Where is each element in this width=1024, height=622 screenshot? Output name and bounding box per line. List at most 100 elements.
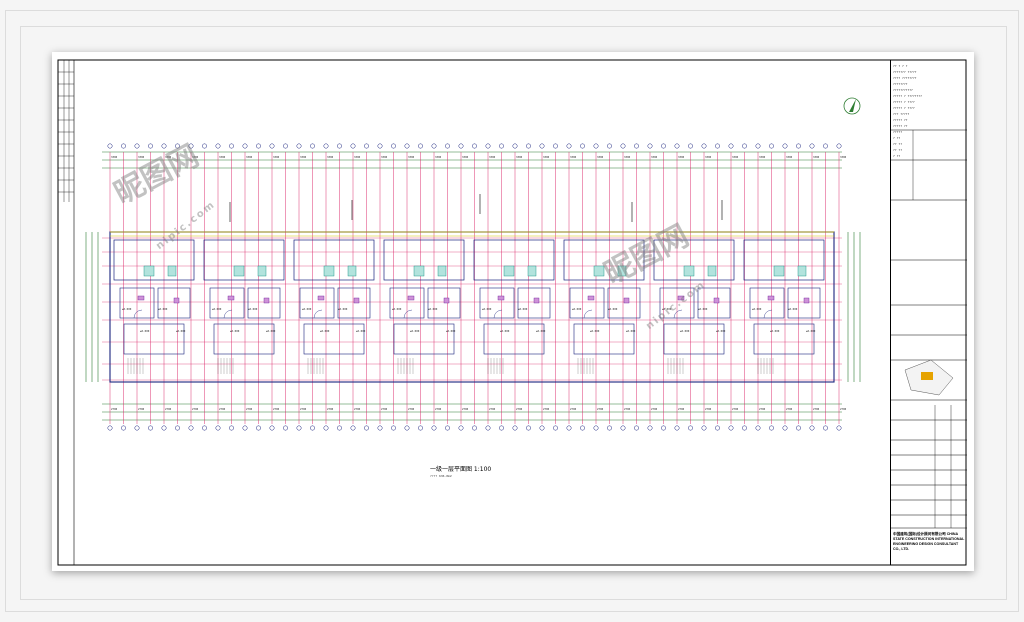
svg-text:2700: 2700 (516, 407, 523, 411)
svg-text:3300: 3300 (489, 155, 496, 159)
svg-text:3300: 3300 (300, 155, 307, 159)
svg-text:2700: 2700 (489, 407, 496, 411)
floor-plan-drawing: ±0.000 ±0.000 ±0.000 ±0.000 ±0.000 ±0.000 ±0.0… (57, 59, 967, 566)
svg-text:2700: 2700 (543, 407, 550, 411)
plan-title: 一级一层平面图 1:100 (430, 466, 492, 473)
ghost-page-frame (5, 10, 1019, 612)
title-block-row: ????? ?? (893, 124, 908, 128)
svg-text:2700: 2700 (165, 407, 172, 411)
svg-text:3300: 3300 (516, 155, 523, 159)
svg-text:±0.000: ±0.000 (788, 307, 798, 311)
svg-text:2700: 2700 (462, 407, 469, 411)
svg-text:2700: 2700 (759, 407, 766, 411)
svg-text:2700: 2700 (327, 407, 334, 411)
title-block-row: ???? ???????? (893, 76, 917, 80)
svg-text:±0.000: ±0.000 (158, 307, 168, 311)
svg-text:2700: 2700 (435, 407, 442, 411)
svg-text:±0.000: ±0.000 (518, 307, 528, 311)
svg-text:±0.000: ±0.000 (230, 329, 240, 333)
svg-text:2700: 2700 (732, 407, 739, 411)
svg-text:3300: 3300 (408, 155, 415, 159)
svg-text:3300: 3300 (705, 155, 712, 159)
svg-text:2700: 2700 (300, 407, 307, 411)
svg-text:3300: 3300 (813, 155, 820, 159)
svg-text:2700: 2700 (624, 407, 631, 411)
svg-text:2700: 2700 (651, 407, 658, 411)
title-block-row: ??????????? (893, 88, 913, 92)
title-block-row: ????? ? ???????? (893, 94, 922, 98)
svg-text:3300: 3300 (327, 155, 334, 159)
svg-text:±0.000: ±0.000 (680, 329, 690, 333)
svg-text:3300: 3300 (840, 155, 847, 159)
svg-text:3300: 3300 (570, 155, 577, 159)
svg-text:±0.000: ±0.000 (662, 307, 672, 311)
svg-text:±0.000: ±0.000 (356, 329, 366, 333)
svg-text:3300: 3300 (759, 155, 766, 159)
svg-text:±0.000: ±0.000 (536, 329, 546, 333)
title-block-row: ????? ?? (893, 118, 908, 122)
plan-subtitle: ???? 636.0m2 (430, 474, 452, 478)
svg-text:±0.000: ±0.000 (770, 329, 780, 333)
svg-text:3300: 3300 (597, 155, 604, 159)
title-block-row: ?? ?? (893, 142, 903, 146)
svg-text:±0.000: ±0.000 (212, 307, 222, 311)
svg-text:2700: 2700 (354, 407, 361, 411)
svg-text:2700: 2700 (246, 407, 253, 411)
drawing-sheet[interactable]: ±0.000 ±0.000 ±0.000 ±0.000 ±0.000 ±0.000 ±0.0… (52, 52, 974, 571)
svg-text:±0.000: ±0.000 (806, 329, 816, 333)
svg-text:±0.000: ±0.000 (392, 307, 402, 311)
svg-text:±0.000: ±0.000 (626, 329, 636, 333)
svg-text:3300: 3300 (435, 155, 442, 159)
svg-text:±0.000: ±0.000 (410, 329, 420, 333)
title-block-row: ????? ? ???? (893, 100, 915, 104)
svg-text:3300: 3300 (354, 155, 361, 159)
svg-text:±0.000: ±0.000 (248, 307, 258, 311)
svg-text:±0.000: ±0.000 (698, 307, 708, 311)
svg-text:3300: 3300 (273, 155, 280, 159)
title-block-row: ???????? (893, 82, 908, 86)
svg-text:2700: 2700 (597, 407, 604, 411)
svg-text:±0.000: ±0.000 (716, 329, 726, 333)
title-block-row: ? ?? (893, 154, 901, 158)
svg-text:2700: 2700 (840, 407, 847, 411)
title-block-row: ????? ? ???? (893, 106, 915, 110)
company-name: 中国建筑(国际)设计顾问有限公司 CHINA STATE CONSTRUCTIO… (893, 532, 965, 551)
svg-text:2700: 2700 (705, 407, 712, 411)
svg-text:2700: 2700 (192, 407, 199, 411)
title-block-row: ????? (893, 130, 903, 134)
svg-text:2700: 2700 (813, 407, 820, 411)
svg-text:3300: 3300 (462, 155, 469, 159)
title-block-row: ? ?? (893, 136, 901, 140)
title-block: ?? ? ? ???????? ????????? ??????????????… (890, 60, 967, 565)
svg-text:3300: 3300 (624, 155, 631, 159)
svg-text:2700: 2700 (219, 407, 226, 411)
svg-text:±0.000: ±0.000 (140, 329, 150, 333)
north-arrow-icon (843, 97, 861, 115)
svg-text:±0.000: ±0.000 (752, 307, 762, 311)
svg-text:±0.000: ±0.000 (608, 307, 618, 311)
svg-text:2700: 2700 (381, 407, 388, 411)
ghost-page-frame-inner (20, 26, 1007, 600)
svg-text:±0.000: ±0.000 (338, 307, 348, 311)
title-block-row: ??? ????? (893, 112, 910, 116)
svg-text:±0.000: ±0.000 (428, 307, 438, 311)
svg-text:±0.000: ±0.000 (122, 307, 132, 311)
svg-text:±0.000: ±0.000 (176, 329, 186, 333)
svg-text:3300: 3300 (219, 155, 226, 159)
title-block-row: ??????? ????? (893, 70, 917, 74)
svg-text:3300: 3300 (543, 155, 550, 159)
svg-text:3300: 3300 (678, 155, 685, 159)
svg-text:±0.000: ±0.000 (266, 329, 276, 333)
svg-text:2700: 2700 (408, 407, 415, 411)
svg-text:2700: 2700 (111, 407, 118, 411)
svg-text:±0.000: ±0.000 (446, 329, 456, 333)
svg-text:2700: 2700 (678, 407, 685, 411)
svg-text:3300: 3300 (165, 155, 172, 159)
svg-text:±0.000: ±0.000 (302, 307, 312, 311)
svg-text:±0.000: ±0.000 (482, 307, 492, 311)
svg-text:±0.000: ±0.000 (572, 307, 582, 311)
svg-text:3300: 3300 (786, 155, 793, 159)
svg-text:3300: 3300 (246, 155, 253, 159)
svg-text:2700: 2700 (570, 407, 577, 411)
svg-text:3300: 3300 (192, 155, 199, 159)
